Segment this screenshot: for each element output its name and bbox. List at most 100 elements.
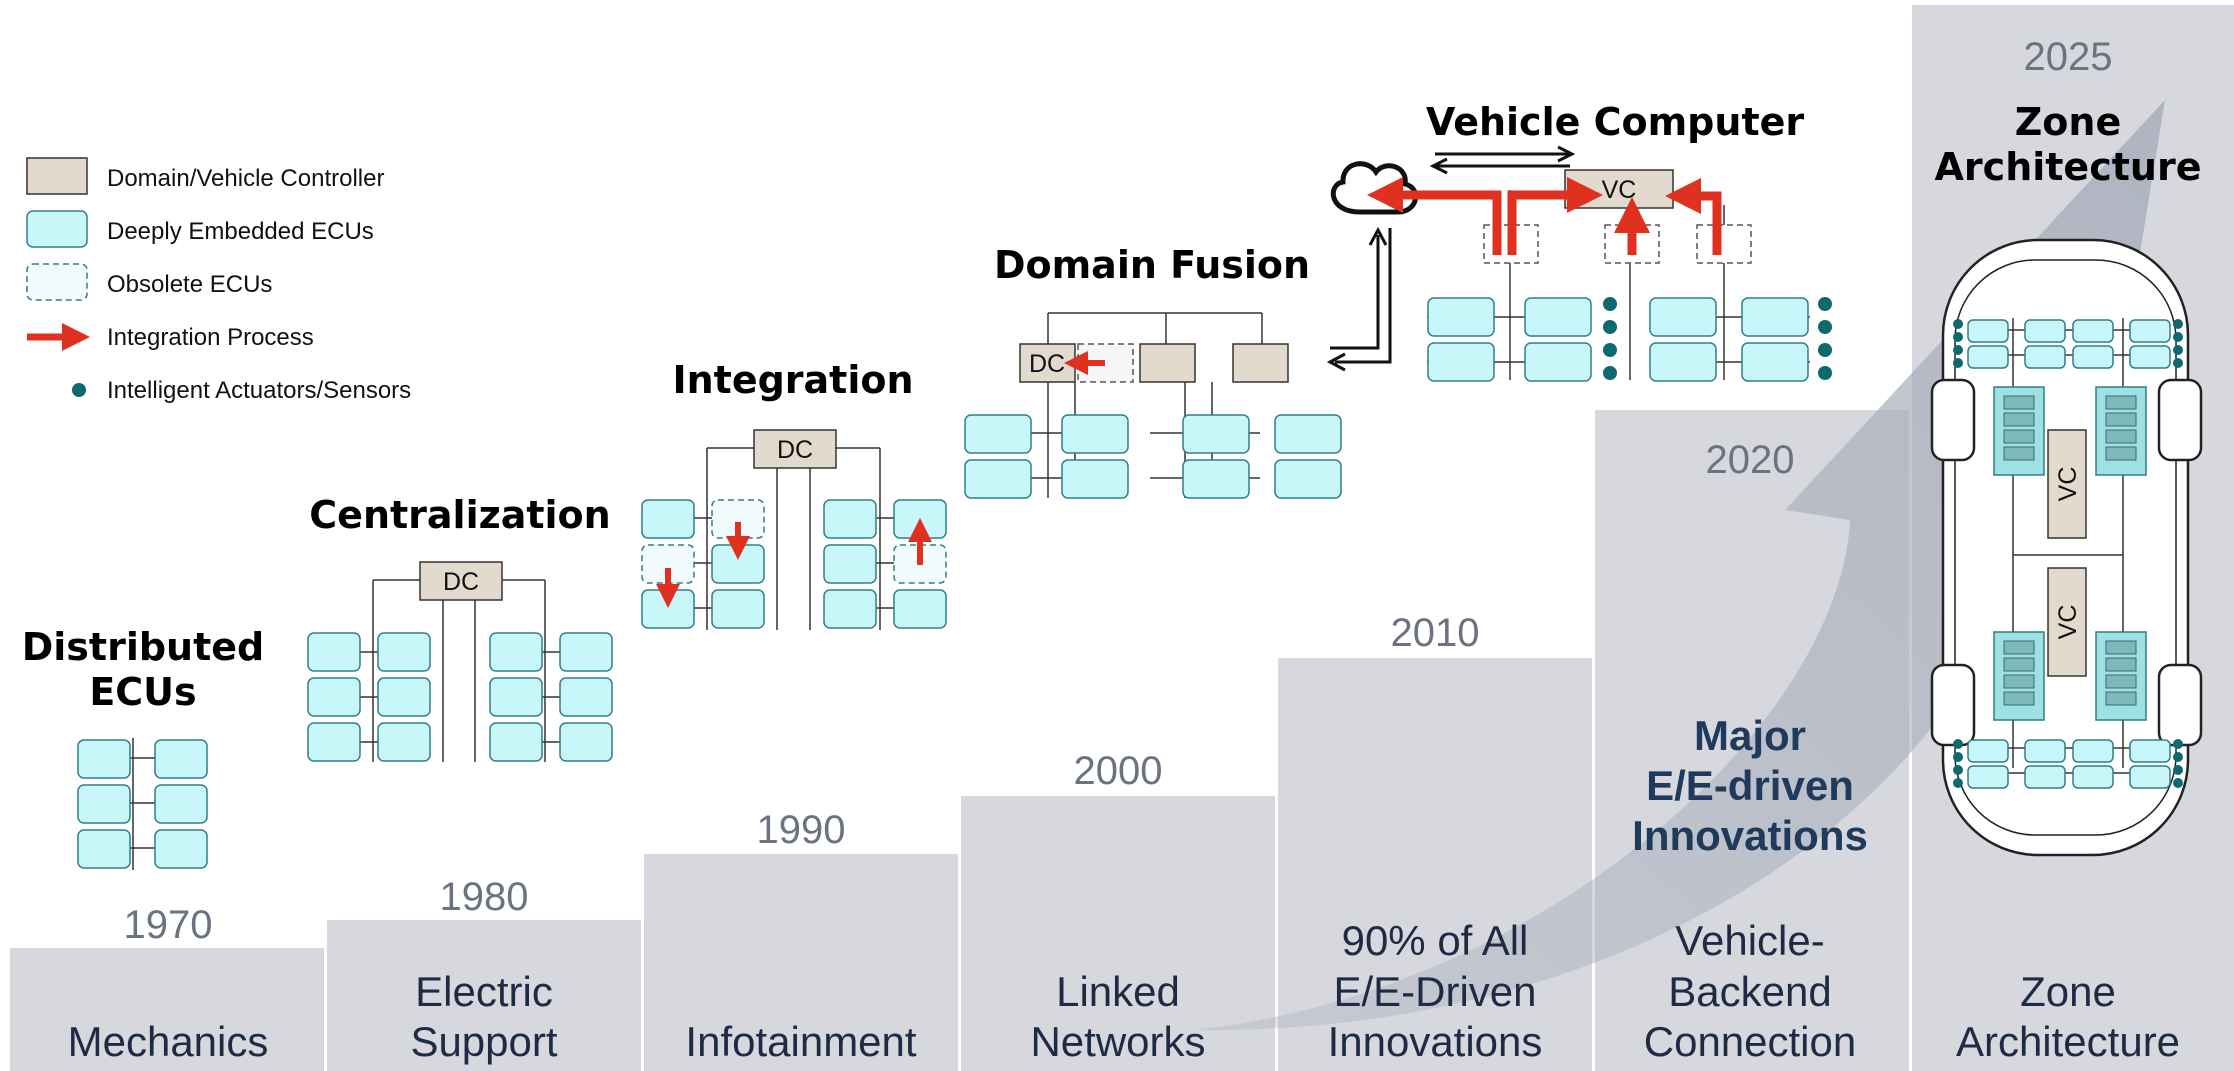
ecu-box [1741,342,1809,382]
ecu-box [1524,297,1592,337]
sensor-dot-icon [1603,343,1617,357]
ecu-box [307,677,361,717]
sensor-dot-icon [2173,765,2183,775]
ecu-box [823,499,877,539]
ecu-box [1649,342,1717,382]
ecu-box [1967,319,2009,343]
integration-arrow-icon [1665,178,1722,255]
sensor-dot-icon [2173,332,2183,342]
ecu-box [2072,739,2114,763]
centralization-diagram: DC [307,561,613,762]
wheel-icon [2157,663,2203,747]
sensor-dot-icon [1953,332,1963,342]
major-innovations-line: Innovations [1632,812,1868,859]
year-label: 1980 [440,875,529,919]
sensor-dot-icon [2173,319,2183,329]
sensor-dot-icon [1953,752,1963,762]
ecu-box [559,677,613,717]
ecu-box [964,414,1032,454]
integration-arrow-icon [1367,177,1502,255]
sensor-dot-icon [1818,366,1832,380]
legend-ecu-swatch [26,210,88,248]
ecu-box [77,829,131,869]
obsolete-controller-box [1077,343,1134,383]
integration-diagram: DC [641,429,947,630]
ecu-box [1274,459,1342,499]
era-bar-1970 [10,948,324,1071]
sensor-dot-icon [1953,765,1963,775]
stage-title-distributed: Distributed [22,625,265,669]
ecu-box [1967,739,2009,763]
ecu-box [1967,765,2009,789]
ecu-box [2024,345,2066,369]
ecu-box [77,739,131,779]
era-name: Backend [1668,968,1831,1015]
year-label: 1970 [124,903,213,947]
sensor-dot-icon [1953,739,1963,749]
era-name: Support [410,1018,557,1065]
vehicle-computer-label: VC [2054,467,2082,502]
sensor-dot-icon [1603,297,1617,311]
domain-controller-box [419,561,503,601]
era-name: Innovations [1328,1018,1543,1065]
legend-integration-label: Integration Process [107,324,314,351]
sensor-dot-icon [1603,320,1617,334]
ecu-box [2072,345,2114,369]
domain-controller-label: DC [443,568,479,596]
ecu-box [1061,459,1129,499]
era-name: Electric [415,968,553,1015]
stage-titles: Distributed ECUs Centralization Integrat… [22,100,2202,714]
stage-title-zone: Architecture [1935,145,2202,189]
sensor-dot-icon [1953,358,1963,368]
ecu-box [377,677,431,717]
sensor-dot-icon [2173,778,2183,788]
ecu-box [154,784,208,824]
era-name: Zone [2020,968,2116,1015]
ecu-box [2129,739,2171,763]
cloud-icon [1330,161,1419,215]
era-bar-2000 [961,796,1275,1071]
year-label: 1990 [757,808,846,852]
major-innovations-line: E/E-driven [1646,762,1854,809]
era-name: Infotainment [685,1018,916,1065]
ecu-box [559,632,613,672]
era-bar-1980 [327,920,641,1071]
vehicle-computer-box [2047,567,2087,677]
major-innovations-line: Major [1694,712,1806,759]
ecu-box [823,544,877,584]
sensor-dot-icon [1818,320,1832,334]
ecu-box [489,632,543,672]
stage-title-vehicle-computer: Vehicle Computer [1426,100,1805,144]
ecu-box [711,544,765,584]
ecu-box [1182,459,1250,499]
legend-obsolete-label: Obsolete ECUs [107,271,272,298]
ecu-box [2024,319,2066,343]
ecu-box [2024,739,2066,763]
ecu-box [1741,297,1809,337]
distributed-ecu-diagram [77,738,208,870]
era-name: Architecture [1956,1018,2180,1065]
ecu-box [711,589,765,629]
ecu-box [489,677,543,717]
vehicle-computer-diagram: VC [1367,169,1832,382]
sensor-dot-icon [2173,358,2183,368]
sensor-dot-icon [1953,319,1963,329]
era-name: Linked [1056,968,1180,1015]
wheel-icon [1930,378,1976,462]
ecu-box [964,459,1032,499]
era-name: E/E-Driven [1333,968,1536,1015]
sensor-dot-icon [2173,739,2183,749]
legend-sensors-label: Intelligent Actuators/Sensors [107,377,411,404]
ecu-box [377,632,431,672]
sensor-dot-icon [1953,778,1963,788]
ecu-box [489,722,543,762]
year-labels: 1970 1980 1990 2000 2010 2020 2025 [124,35,2113,947]
legend-ecu-label: Deeply Embedded ECUs [107,218,374,245]
sensor-dot-icon [1818,297,1832,311]
ecu-box [2129,765,2171,789]
obsolete-ecu-box [1696,224,1752,264]
sensor-dot-icon [2173,752,2183,762]
ecu-box [377,722,431,762]
ecu-box [1274,414,1342,454]
